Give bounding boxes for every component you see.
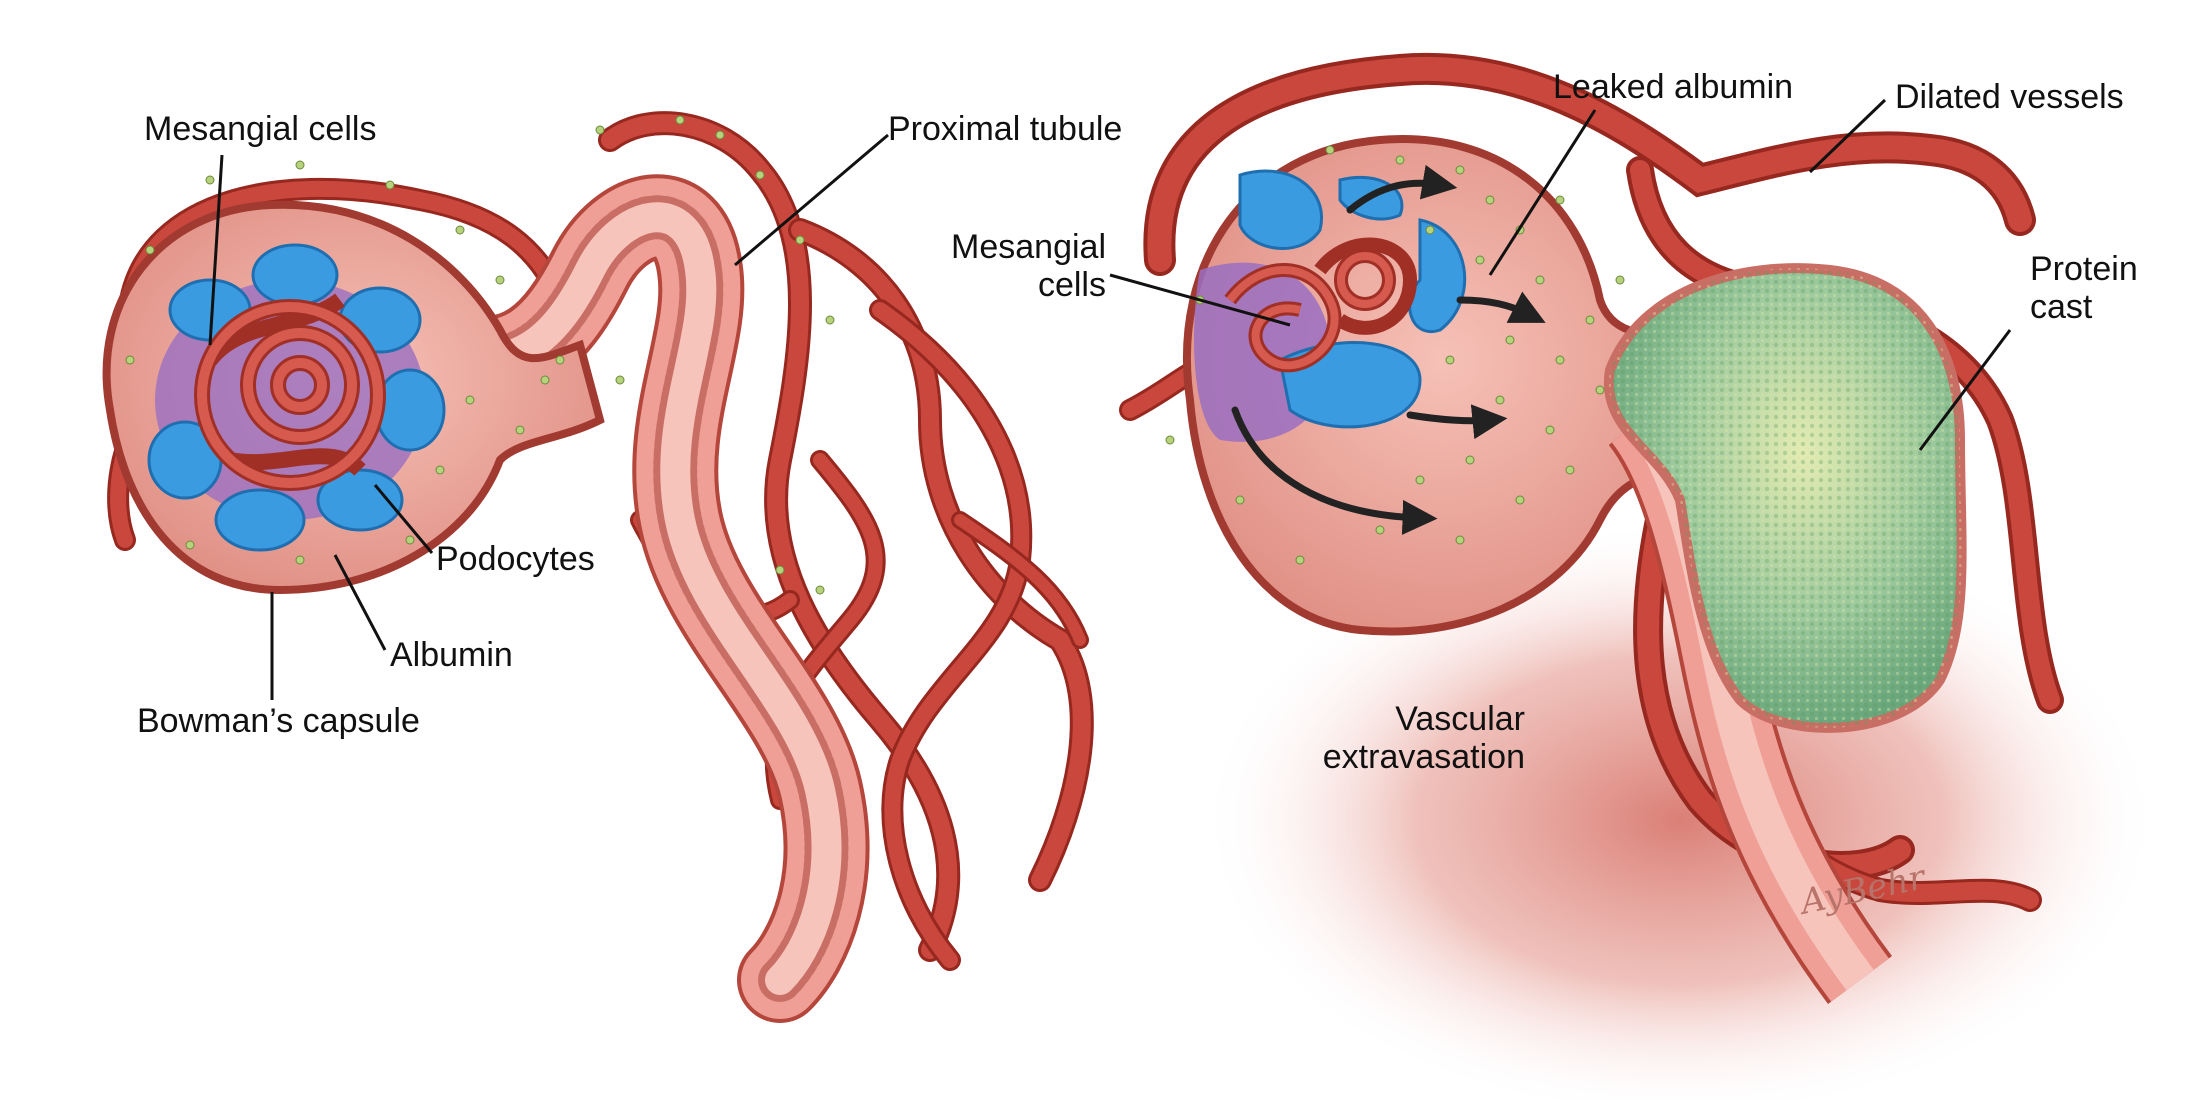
leader-podocytes xyxy=(373,484,434,554)
leader-proximal-tubule xyxy=(734,133,889,267)
leader-dilated-vessels xyxy=(1808,98,1887,174)
leakage-arrow xyxy=(1456,291,1546,323)
left-podocytes xyxy=(147,243,446,552)
left-glomerulus xyxy=(147,243,446,552)
label-leaked-albumin: Leaked albumin xyxy=(1553,68,1794,106)
label-vascular-extravasation: Vascular extravasation xyxy=(1322,700,1525,777)
label-podocytes: Podocytes xyxy=(436,540,595,578)
leader-albumin xyxy=(333,554,387,651)
leader-mesangial-right xyxy=(1109,273,1291,327)
label-dilated-vessels: Dilated vessels xyxy=(1895,78,2124,116)
leader-protein-cast xyxy=(1918,329,2012,451)
left-nephron xyxy=(102,111,1094,1023)
leader-lines xyxy=(208,98,2012,700)
right-nephron xyxy=(1119,52,2064,1004)
label-mesangial-cells-left: Mesangial cells xyxy=(144,110,377,148)
label-bowmans-capsule: Bowman’s capsule xyxy=(137,702,420,740)
label-protein-cast: Protein cast xyxy=(2030,250,2138,327)
label-mesangial-cells-right: Mesangial cells xyxy=(951,228,1106,305)
label-proximal-tubule: Proximal tubule xyxy=(888,110,1123,148)
left-albumin-particles xyxy=(125,115,835,595)
leader-leaked-albumin xyxy=(1488,109,1597,276)
leakage-arrow xyxy=(1346,164,1458,214)
leader-mesangial-left xyxy=(208,154,224,346)
proximal-tubule xyxy=(397,174,870,1023)
leakage-arrow xyxy=(1406,404,1508,440)
leakage-arrow xyxy=(1231,406,1438,535)
label-albumin: Albumin xyxy=(390,636,513,674)
leakage-arrows xyxy=(1231,164,1546,535)
